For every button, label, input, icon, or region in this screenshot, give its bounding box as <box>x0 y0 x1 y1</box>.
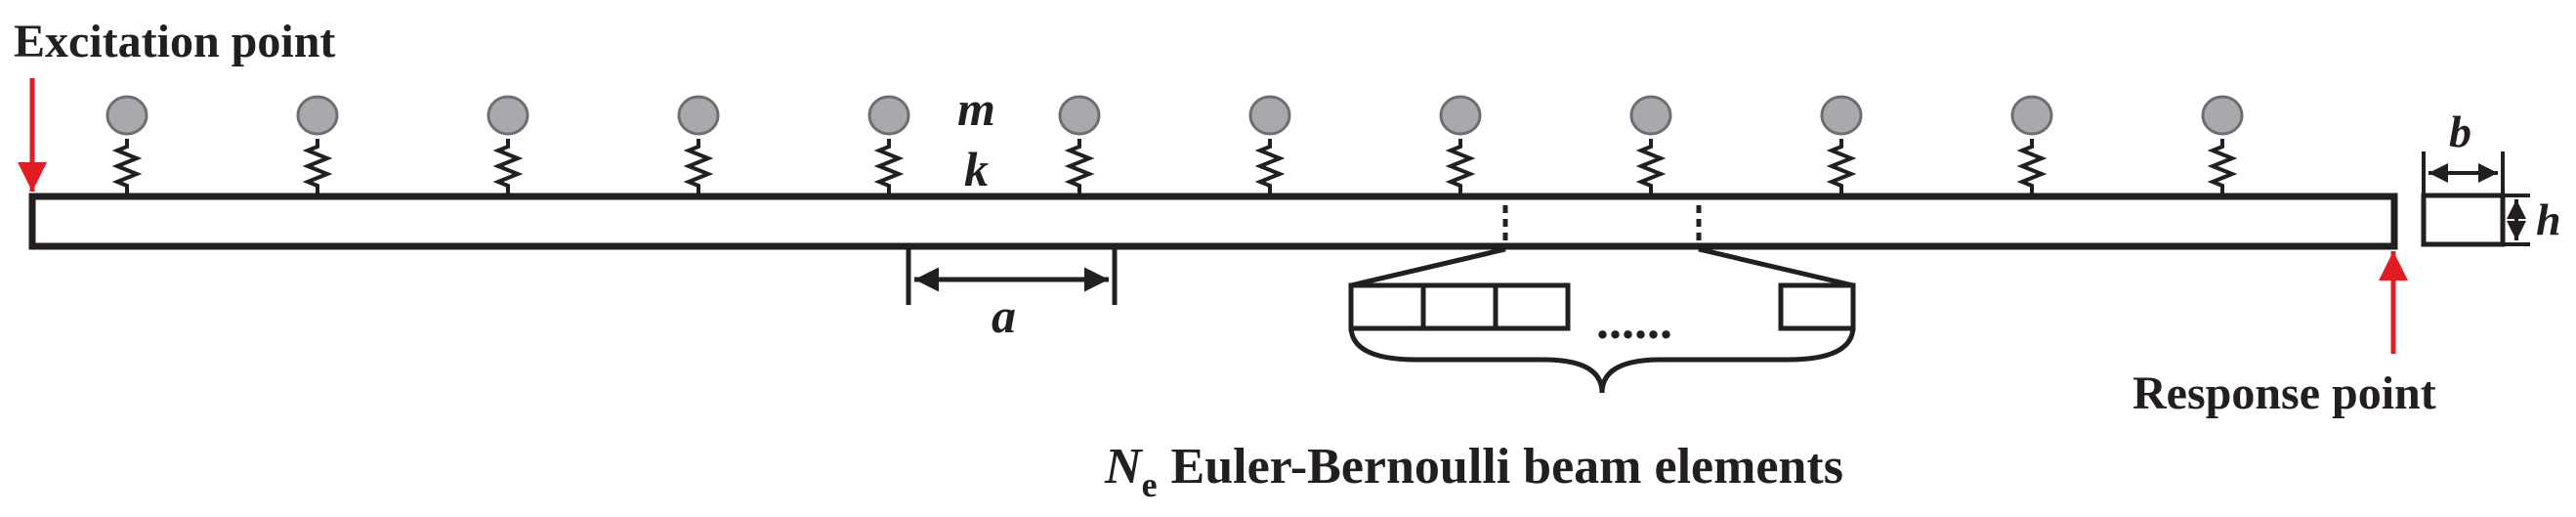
resonator <box>1058 95 1101 194</box>
elements-symbol: N <box>1104 439 1144 495</box>
spring <box>111 139 143 194</box>
beam-element-box <box>1348 282 1426 331</box>
mass-label: m <box>957 81 995 136</box>
resonator <box>1820 95 1863 194</box>
spring <box>1254 139 1286 194</box>
width-label: b <box>2449 107 2471 156</box>
beam-element-box <box>1778 282 1856 331</box>
elements-brace <box>1348 325 1856 394</box>
element-boxes <box>1348 282 1856 331</box>
mass <box>1820 95 1863 136</box>
spring <box>1635 139 1667 194</box>
spring <box>302 139 333 194</box>
ellipsis: ...... <box>1596 294 1672 350</box>
width-dimension <box>2422 151 2505 195</box>
spring <box>683 139 714 194</box>
mass <box>1629 95 1672 136</box>
beam <box>28 193 2398 250</box>
spring <box>1826 139 1857 194</box>
mass <box>486 95 529 136</box>
mass <box>106 95 148 136</box>
mass <box>296 95 339 136</box>
elements-subscript: e <box>1142 465 1158 504</box>
mass <box>2010 95 2053 136</box>
mass <box>2201 95 2244 136</box>
resonator <box>1248 95 1291 194</box>
resonator <box>867 95 910 194</box>
response-label: Response point <box>2133 367 2436 419</box>
cross-section <box>2421 193 2506 247</box>
resonator <box>1629 95 1672 194</box>
beam-element-box <box>1420 282 1499 331</box>
elements-text: Euler-Bernoulli beam elements <box>1171 439 1843 495</box>
height-label: h <box>2536 194 2561 244</box>
resonator <box>1439 95 1482 194</box>
mass <box>1439 95 1482 136</box>
beam-element-box <box>1493 282 1571 331</box>
spacing-dimension <box>906 249 1118 305</box>
mass <box>677 95 720 136</box>
height-dimension <box>2503 194 2530 246</box>
resonator <box>2201 95 2244 194</box>
excitation-label: Excitation point <box>14 16 335 67</box>
mass <box>1058 95 1101 136</box>
spring <box>2207 139 2238 194</box>
resonator <box>486 95 529 194</box>
resonator <box>296 95 339 194</box>
spring <box>2016 139 2048 194</box>
stiffness-label: k <box>964 142 989 196</box>
resonator <box>106 95 148 194</box>
spring <box>873 139 905 194</box>
spring <box>1064 139 1095 194</box>
resonator-group <box>106 95 2244 194</box>
resonator <box>677 95 720 194</box>
spring <box>1445 139 1476 194</box>
mass <box>867 95 910 136</box>
element-zoom <box>1350 205 1854 288</box>
spring <box>492 139 524 194</box>
mass <box>1248 95 1291 136</box>
spacing-label: a <box>992 288 1016 343</box>
resonator <box>2010 95 2053 194</box>
elements-label: Ne Euler-Bernoulli beam elements <box>1104 439 1843 504</box>
